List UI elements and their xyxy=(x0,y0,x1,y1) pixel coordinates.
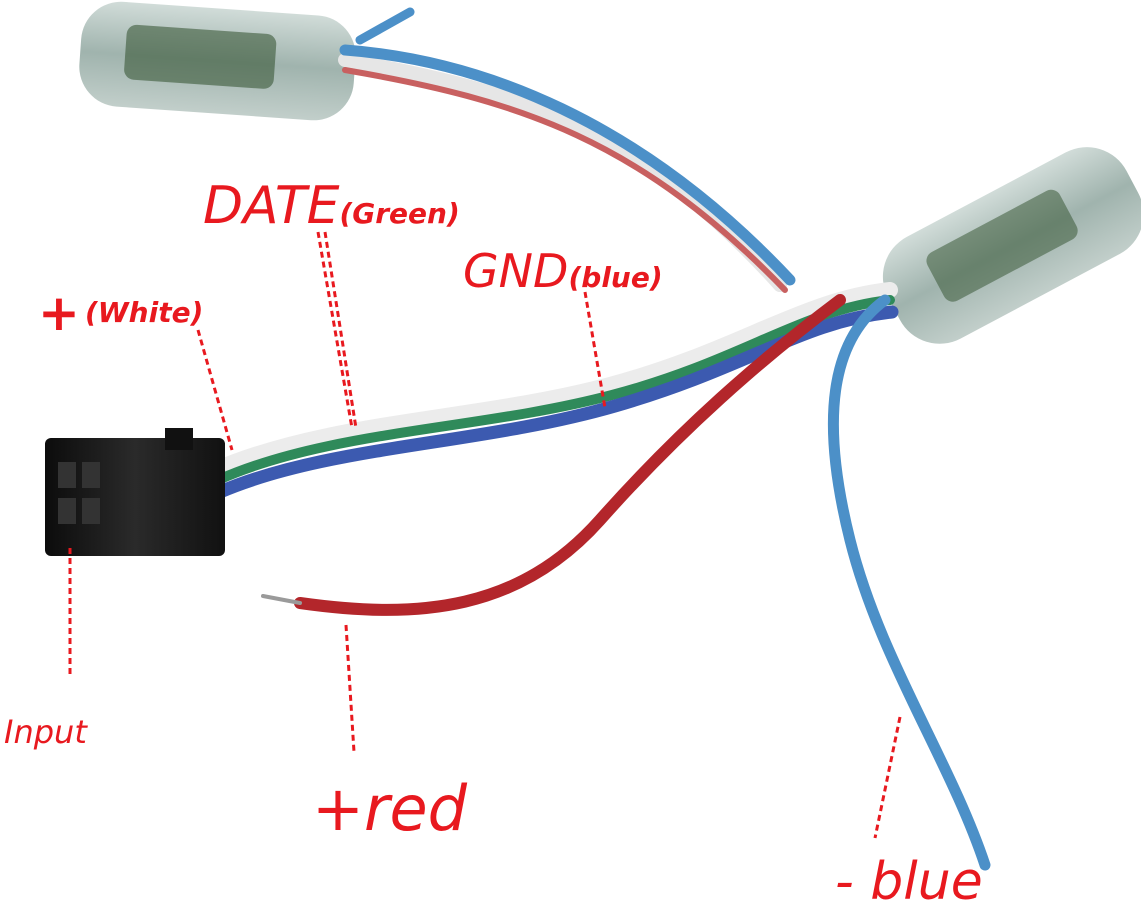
wire-bundle-top xyxy=(338,7,796,293)
label-data-green: DATE(Green) xyxy=(203,180,460,232)
label-gnd-blue: GND(blue) xyxy=(463,248,663,294)
gnd-label: GND xyxy=(463,244,569,298)
blue-wire xyxy=(827,294,991,871)
green-wire-label: (Green) xyxy=(339,197,460,230)
white-wire-label: (White) xyxy=(85,296,204,329)
pixel-node-bottom xyxy=(882,147,1141,344)
label-minus-blue: - blue xyxy=(835,852,983,912)
red-wire xyxy=(261,294,846,616)
blue-wire-label: (blue) xyxy=(568,261,663,294)
ribbon-cable xyxy=(207,282,899,499)
label-plus-red: +red xyxy=(312,772,467,845)
plus-symbol: + xyxy=(38,284,80,342)
data-label: DATE xyxy=(203,176,340,236)
label-plus-white: + (White) xyxy=(38,288,203,338)
leader-lines xyxy=(68,231,902,839)
connector-plug xyxy=(45,428,225,556)
pixel-node-top xyxy=(79,1,356,121)
label-input: Input xyxy=(4,713,87,751)
